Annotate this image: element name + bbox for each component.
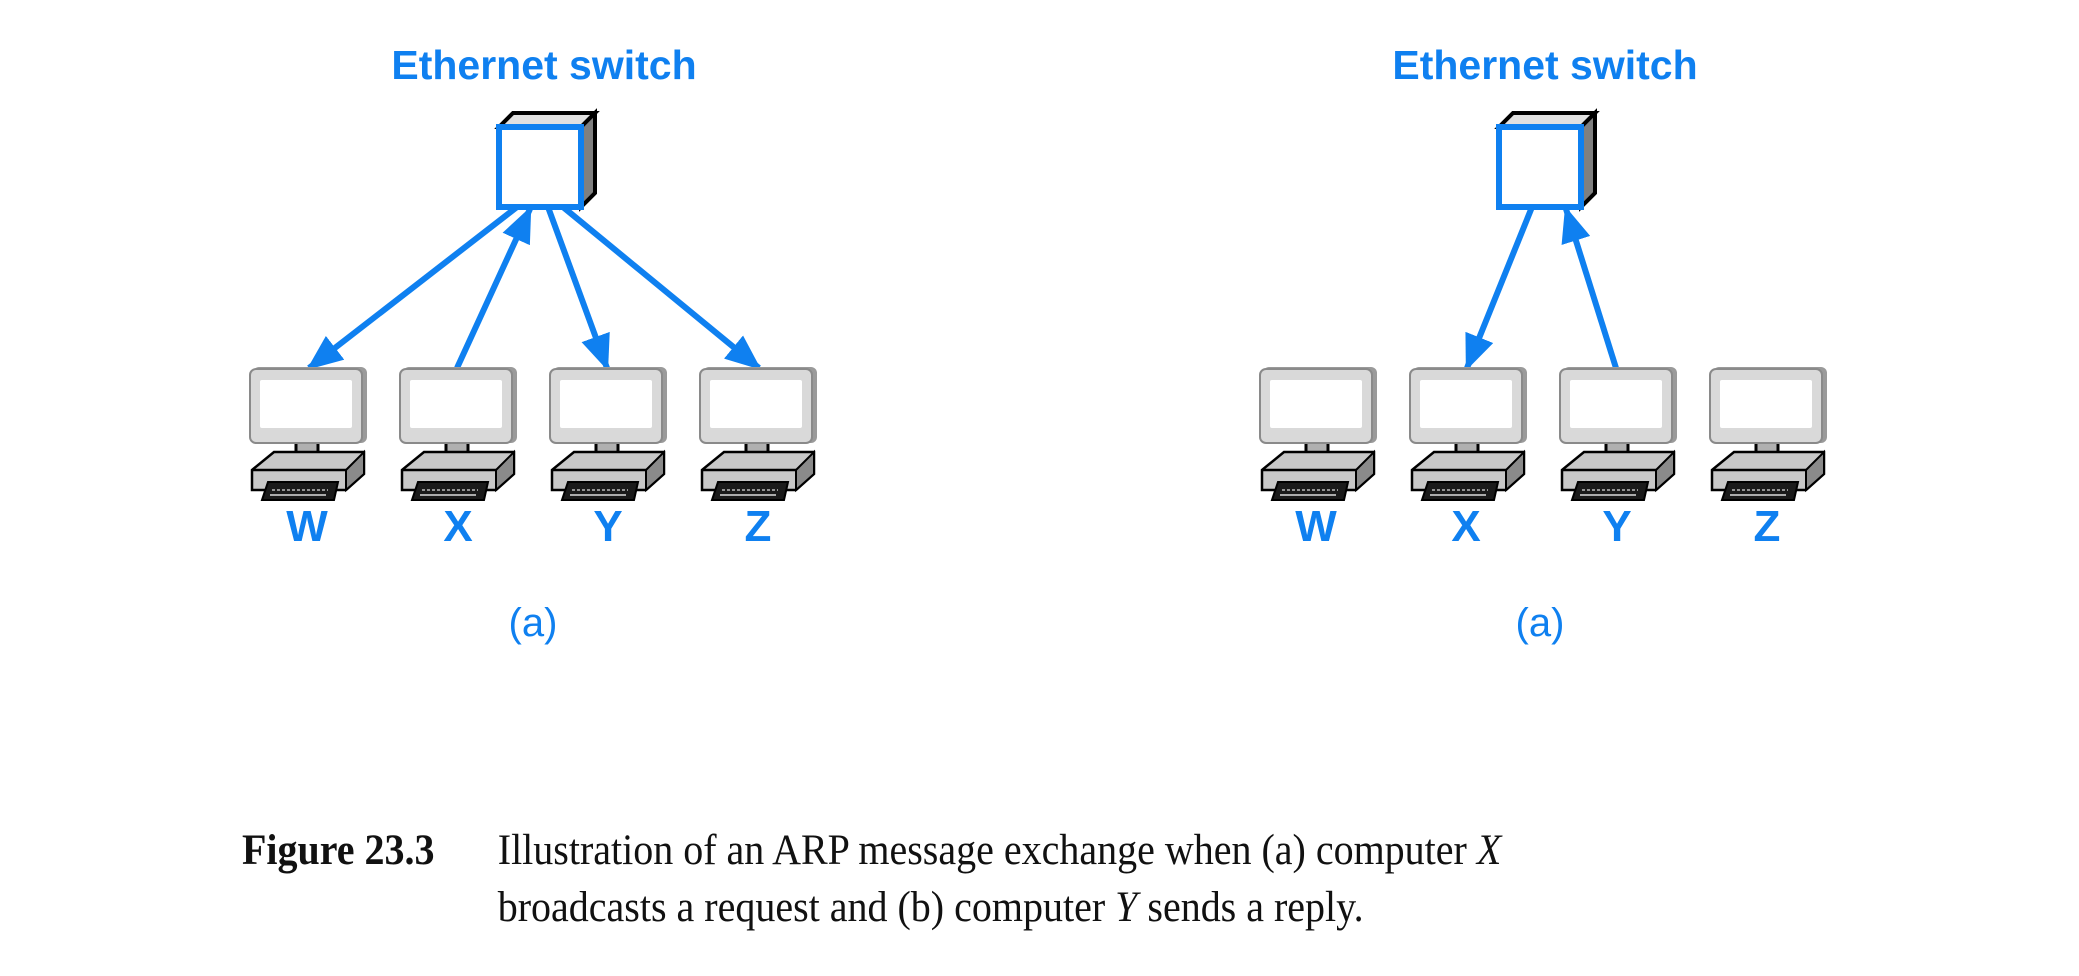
switch-title: Ethernet switch <box>391 42 696 88</box>
computer-z-icon[interactable] <box>1708 365 1829 502</box>
caption-text: Illustration of an ARP message exchange … <box>497 827 1477 874</box>
panel-right: Ethernet switch W X Y Z (a) <box>1258 42 1829 645</box>
arrow-switch-to-x <box>1464 205 1535 371</box>
computer-z-icon[interactable] <box>698 365 819 502</box>
caption-var-y: Y <box>1115 884 1138 931</box>
arrows <box>306 204 762 371</box>
panel-sublabel: (a) <box>509 601 558 645</box>
label-w: W <box>286 502 328 551</box>
network-switch-icon[interactable] <box>499 113 595 207</box>
computer-w-icon[interactable] <box>248 365 369 502</box>
panel-left: Ethernet switch W X Y Z (a) <box>248 42 819 645</box>
arrow-switch-to-z <box>561 204 762 371</box>
switch-title: Ethernet switch <box>1392 42 1697 88</box>
computer-y-icon[interactable] <box>1558 365 1679 502</box>
figure-number: Figure 23.3 <box>242 827 435 874</box>
label-w: W <box>1295 502 1337 551</box>
caption-text: broadcasts a request and (b) computer <box>497 884 1116 931</box>
arrows <box>1464 205 1619 371</box>
computer-x-icon[interactable] <box>398 365 519 502</box>
arrow-switch-to-y <box>545 205 610 371</box>
panel-sublabel: (a) <box>1516 601 1565 645</box>
computer-w-icon[interactable] <box>1258 365 1379 502</box>
arrow-y-to-switch <box>1561 206 1619 369</box>
arrow-switch-to-w <box>306 204 519 371</box>
network-switch-icon[interactable] <box>1499 113 1595 207</box>
computer-x-icon[interactable] <box>1408 365 1529 502</box>
label-x: X <box>1451 502 1480 551</box>
arp-diagram: Ethernet switch W X Y Z (a) Ethernet swi… <box>248 42 1829 645</box>
caption-var-x: X <box>1476 827 1502 874</box>
computer-y-icon[interactable] <box>548 365 669 502</box>
figure-caption: Figure 23.3 Illustration of an ARP messag… <box>242 822 1501 936</box>
arrow-x-to-switch <box>454 206 533 370</box>
label-x: X <box>443 502 472 551</box>
label-y: Y <box>593 502 622 551</box>
caption-line-2: broadcasts a request and (b) computer Y … <box>242 879 1501 936</box>
label-y: Y <box>1602 502 1631 551</box>
caption-text: sends a reply. <box>1137 884 1364 931</box>
label-z: Z <box>745 502 772 551</box>
caption-line-1: Figure 23.3 Illustration of an ARP messag… <box>242 822 1501 879</box>
label-z: Z <box>1754 502 1781 551</box>
